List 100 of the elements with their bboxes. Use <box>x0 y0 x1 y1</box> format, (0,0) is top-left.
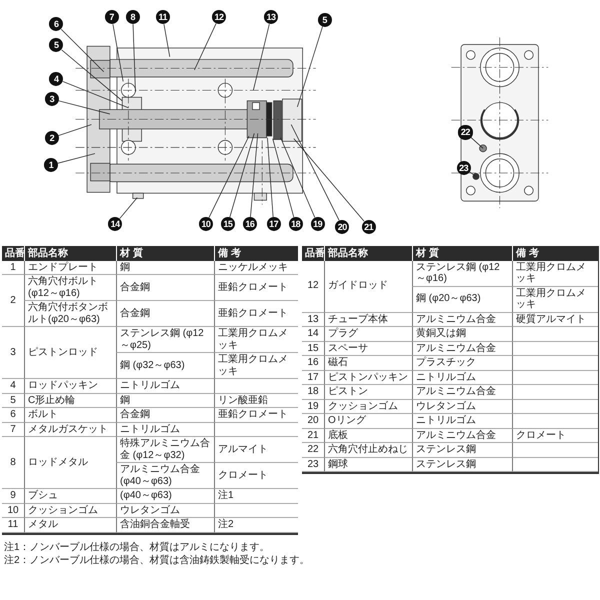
part-number: 3 <box>2 327 24 380</box>
part-name: ロッドメタル <box>24 437 116 490</box>
material: 合金鋼 <box>116 301 214 328</box>
part-number: 6 <box>2 408 24 423</box>
callout-number: 5 <box>49 38 64 52</box>
part-name: 底板 <box>324 428 412 444</box>
material: ニトリルゴム <box>116 379 214 394</box>
part-name: チューブ本体 <box>324 312 412 328</box>
material: 鋼 (φ20～φ63) <box>412 286 512 313</box>
callout-number: 19 <box>310 216 325 232</box>
material: アルミニウム合金 <box>412 312 512 328</box>
material: プラスチック <box>412 356 512 371</box>
part-number: 13 <box>302 312 324 328</box>
leader-line <box>208 136 250 218</box>
leader-line <box>267 137 274 218</box>
footnote: 注1：ノンバーブル仕様の場合、材質はアルミになります。 <box>3 540 271 554</box>
part-number: 21 <box>302 428 324 444</box>
material: ウレタンゴム <box>412 400 512 414</box>
remark: 工業用クロムメッキ <box>512 260 598 287</box>
column-header: 材 質 <box>412 246 512 261</box>
part-name: スペーサ <box>324 342 412 356</box>
leader-line <box>164 24 170 58</box>
remark: ニッケルメッキ <box>214 260 298 276</box>
part-number: 14 <box>302 327 324 342</box>
material: アルミニウム合金 <box>412 342 512 356</box>
part-name: C形止め輪 <box>24 394 116 408</box>
part-name: エンドプレート <box>24 260 116 276</box>
column-header: 部品名称 <box>24 246 116 261</box>
part-name: 鋼球 <box>324 458 412 472</box>
callout-number: 4 <box>49 72 64 86</box>
material: 黄銅又は鋼 <box>412 327 512 342</box>
callout-number: 13 <box>264 10 278 24</box>
callout-number: 18 <box>288 216 303 232</box>
column-header: 部品名称 <box>324 246 412 261</box>
remark: 注1 <box>214 489 298 504</box>
leader-line <box>293 138 364 222</box>
callout-number: 17 <box>266 216 281 232</box>
part-number: 17 <box>302 370 324 386</box>
leader-line <box>58 124 92 136</box>
part-name: クッションゴム <box>324 400 412 414</box>
remark: リン酸亜鉛 <box>214 394 298 408</box>
part-number: 2 <box>2 275 24 328</box>
material: ウレタンゴム <box>116 504 214 518</box>
leader-line <box>194 23 216 70</box>
material: アルミニウム合金 <box>412 385 512 400</box>
callout-number: 21 <box>362 220 376 234</box>
part-number: 4 <box>2 379 24 394</box>
leader-line <box>280 137 316 218</box>
material: (φ40～φ63) <box>116 489 214 504</box>
material: ニトリルゴム <box>412 414 512 429</box>
remark: 工業用クロムメッキ <box>214 353 298 380</box>
remark: 亜鉛クロメート <box>214 275 298 302</box>
part-name: ブシュ <box>24 489 116 504</box>
part-name: 磁石 <box>324 356 412 371</box>
leader-line <box>250 133 258 218</box>
remark: 硬質アルマイト <box>512 312 598 328</box>
material: 鋼 <box>116 394 214 408</box>
part-number: 12 <box>302 260 324 313</box>
callout-number: 16 <box>242 216 257 232</box>
remark: 注2 <box>214 518 298 533</box>
leader-line <box>470 136 484 149</box>
callout-number: 3 <box>44 92 59 106</box>
leader-line <box>290 124 340 221</box>
part-number: 1 <box>2 260 24 276</box>
part-name: プラグ <box>324 327 412 342</box>
part-number: 9 <box>2 489 24 504</box>
remark: 亜鉛クロメート <box>214 301 298 328</box>
part-number: 5 <box>2 394 24 408</box>
leader-line <box>119 197 138 219</box>
remark: クロメート <box>512 428 598 444</box>
column-header: 品番 <box>302 246 324 261</box>
part-number: 18 <box>302 385 324 400</box>
leader-line <box>112 24 124 82</box>
material: ニトリルゴム <box>412 370 512 386</box>
leader-line <box>229 133 255 218</box>
material: ステンレス鋼 (φ12～φ16) <box>412 260 512 287</box>
leader-line <box>60 28 104 72</box>
callout-number: 11 <box>156 10 170 24</box>
part-number: 16 <box>302 356 324 371</box>
material: ニトリルゴム <box>116 422 214 438</box>
material: アルミニウム合金 (φ40～φ63) <box>116 463 214 490</box>
part-number: 23 <box>302 458 324 472</box>
part-number: 15 <box>302 342 324 356</box>
part-name: メタルガスケット <box>24 422 116 438</box>
material: ステンレス鋼 <box>412 443 512 458</box>
part-name: 六角穴付ボルト(φ12～φ16) <box>24 275 116 302</box>
part-name: ボルト <box>24 408 116 423</box>
callout-number: 22 <box>458 125 472 140</box>
callout-number: 1 <box>44 158 58 172</box>
callout-number: 7 <box>104 10 119 24</box>
material: 合金鋼 <box>116 275 214 302</box>
leader-line <box>272 138 294 218</box>
leader-line <box>297 26 323 108</box>
column-header: 備 考 <box>512 246 598 261</box>
part-number: 8 <box>2 437 24 490</box>
callout-number: 15 <box>220 216 235 232</box>
material: ステンレス鋼 (φ12～φ25) <box>116 327 214 354</box>
column-header: 材 質 <box>116 246 214 261</box>
part-number: 7 <box>2 422 24 438</box>
material: 鋼 (φ32～φ63) <box>116 353 214 380</box>
